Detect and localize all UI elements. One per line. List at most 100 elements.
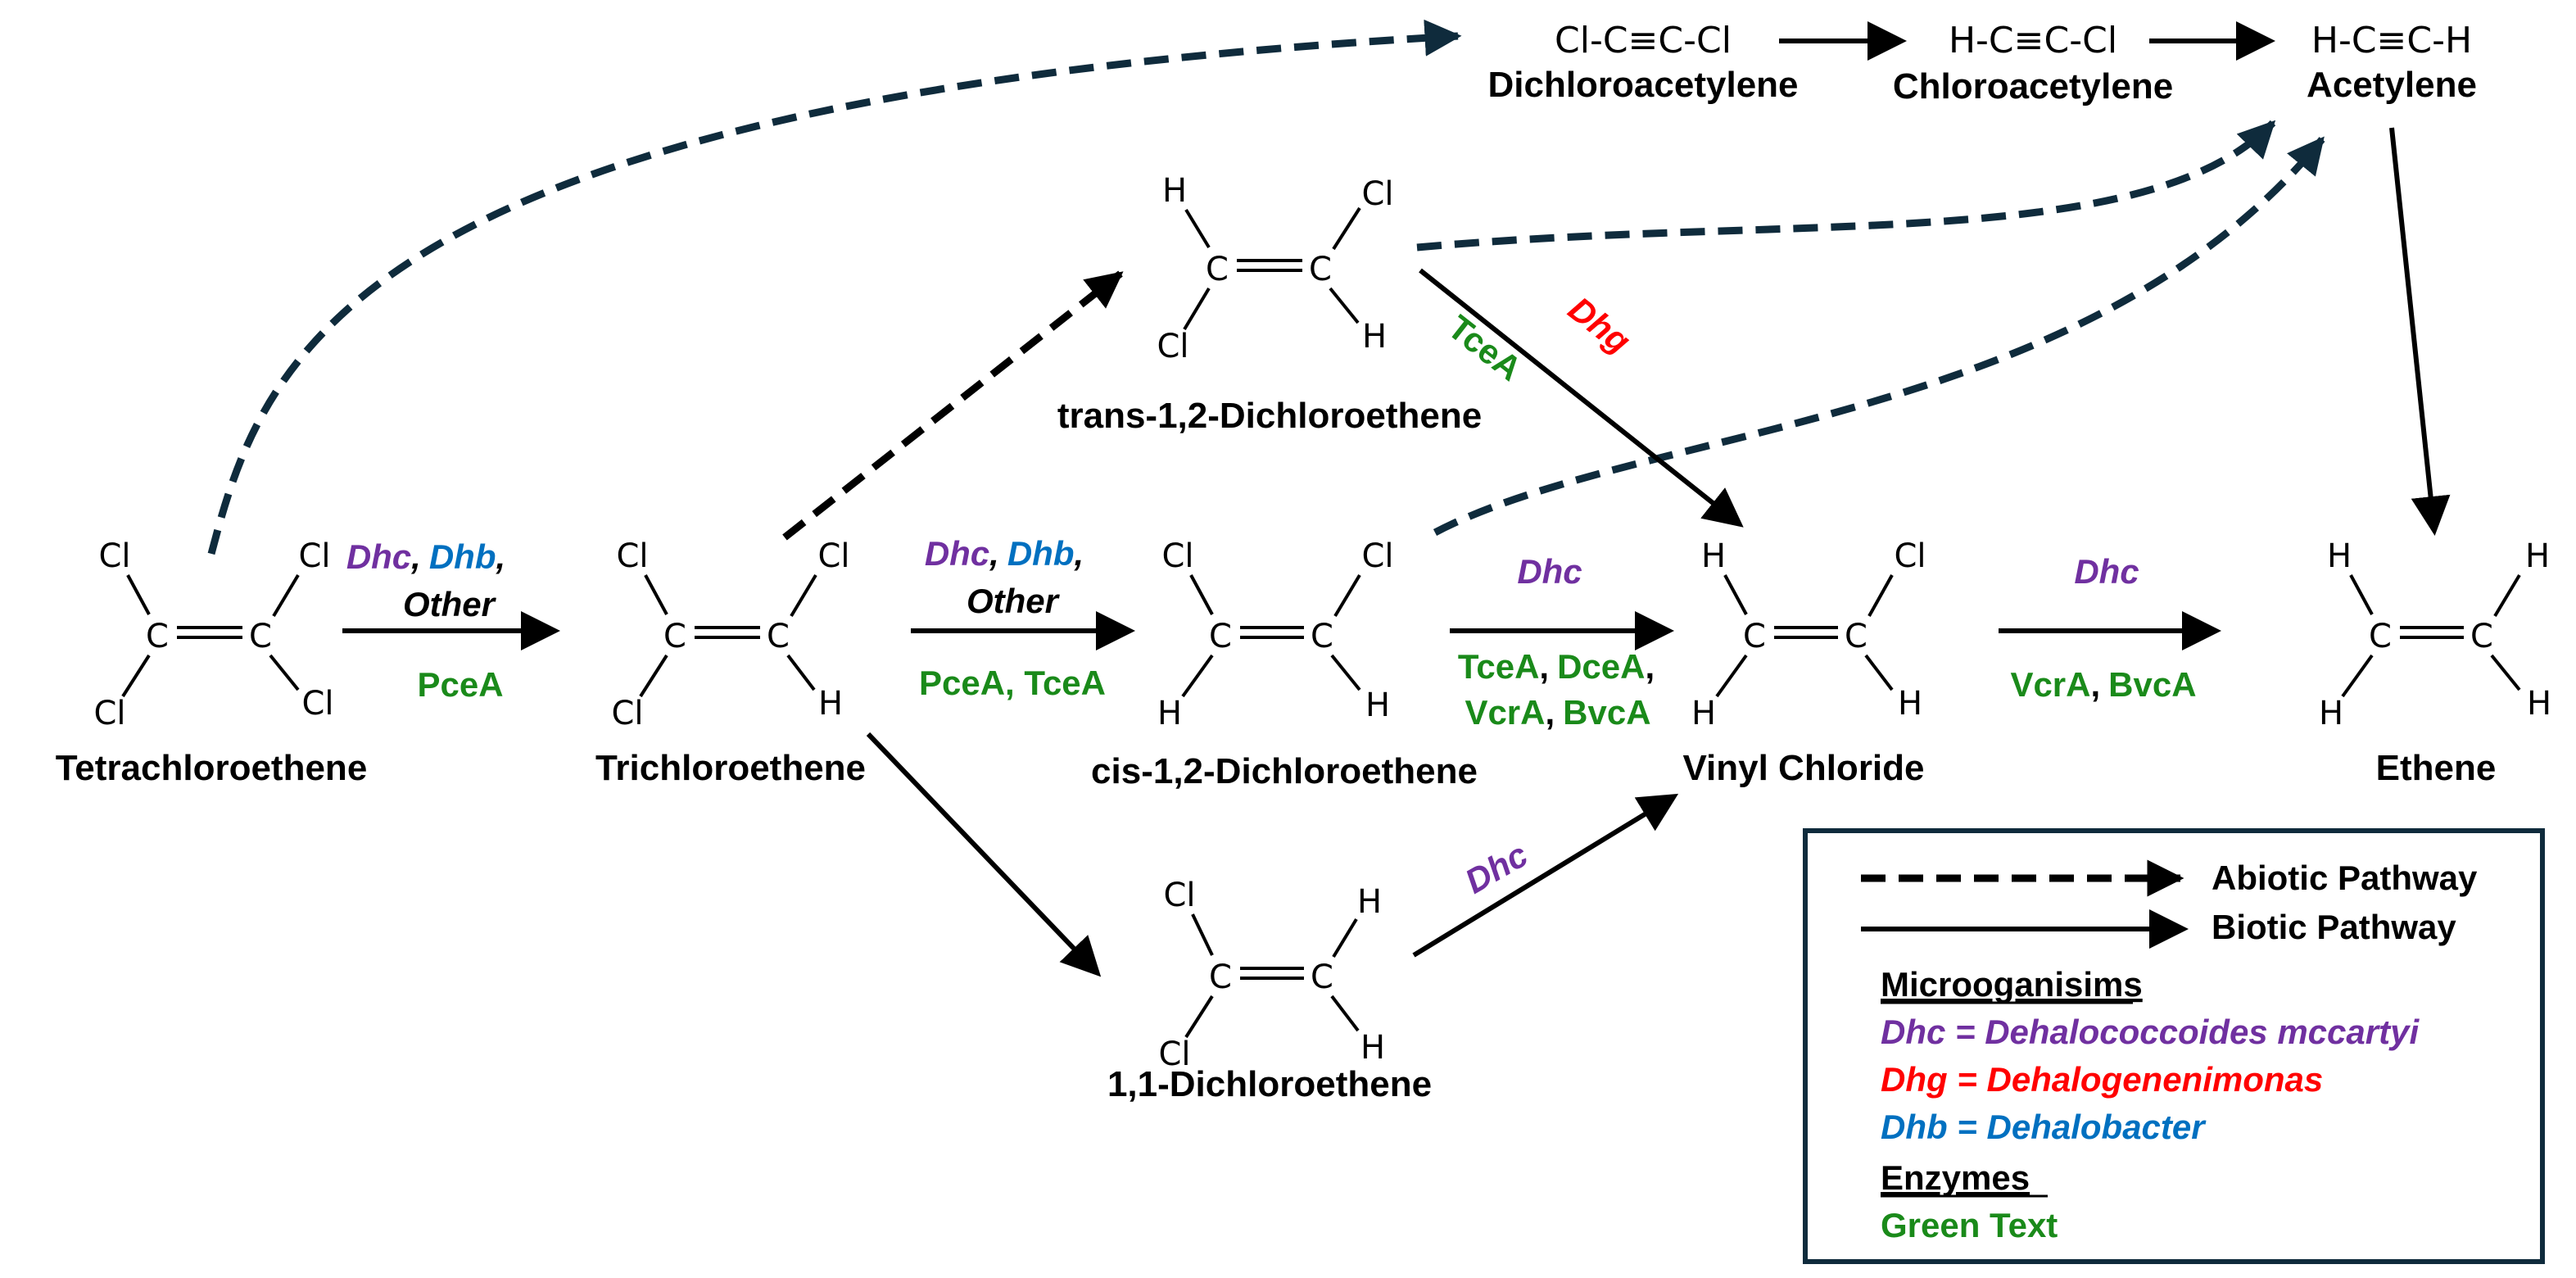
enzyme-dcea: DceA bbox=[1557, 647, 1645, 686]
comma: , bbox=[989, 534, 999, 573]
atom-cl: Cl bbox=[616, 537, 648, 575]
atom-cl: Cl bbox=[1163, 877, 1195, 914]
formula-acetylene: H-C≡C-H bbox=[2311, 20, 2472, 61]
compound-name-acetylene: Acetylene bbox=[2307, 65, 2477, 105]
atom-cl: Cl bbox=[1161, 537, 1193, 575]
comma: , bbox=[1645, 647, 1655, 686]
atom-cl: Cl bbox=[1894, 537, 1926, 575]
compound-chloroacetylene: H-C≡C-Cl Chloroacetylene bbox=[1893, 20, 2173, 106]
atom-h: H bbox=[2319, 695, 2343, 732]
comma: , bbox=[1546, 693, 1555, 732]
atom-c: C bbox=[663, 618, 686, 655]
compound-name-tetrachloroethene: Tetrachloroethene bbox=[56, 748, 368, 788]
atom-cl: Cl bbox=[93, 695, 125, 732]
atom-h: H bbox=[2525, 537, 2550, 575]
compound-dichloroacetylene: Cl-C≡C-Cl Dichloroacetylene bbox=[1487, 20, 1798, 105]
compound-name-trans-dce: trans-1,2-Dichloroethene bbox=[1057, 396, 1482, 436]
atom-cl: Cl bbox=[1157, 328, 1188, 365]
compound-name-trichloroethene: Trichloroethene bbox=[595, 748, 866, 788]
atom-h: H bbox=[1691, 695, 1716, 732]
atom-c: C bbox=[146, 618, 169, 655]
atom-cl: Cl bbox=[98, 537, 130, 575]
atom-h: H bbox=[818, 685, 843, 723]
molecule-ethene: H H C C H H Ethene bbox=[2319, 537, 2551, 788]
atom-h: H bbox=[1157, 695, 1182, 732]
atom-c: C bbox=[1311, 958, 1333, 996]
legend-dhg: Dhg = Dehalogenenimonas bbox=[1881, 1060, 2323, 1099]
atom-h: H bbox=[1362, 318, 1387, 356]
atom-cl: Cl bbox=[298, 537, 330, 575]
compound-name-chloroacetylene: Chloroacetylene bbox=[1893, 66, 2173, 106]
enzyme-tcea: TceA bbox=[1458, 647, 1540, 686]
atom-cl: Cl bbox=[1158, 1036, 1190, 1073]
atom-h: H bbox=[1898, 685, 1922, 723]
legend-box bbox=[1803, 828, 2545, 1264]
atom-cl: Cl bbox=[1361, 537, 1393, 575]
legend-enzymes-desc: Green Text bbox=[1881, 1206, 2058, 1244]
org-other: Other bbox=[967, 582, 1061, 620]
biotic-arrow-acetylene-to-ethene bbox=[2389, 127, 2451, 536]
atom-h: H bbox=[1162, 172, 1187, 210]
atom-h: H bbox=[1365, 687, 1390, 724]
formula-dichloroacetylene: Cl-C≡C-Cl bbox=[1555, 20, 1732, 61]
atom-c: C bbox=[1309, 251, 1332, 288]
atom-cl: Cl bbox=[817, 537, 849, 575]
enzyme-vcra: VcrA bbox=[2010, 665, 2090, 704]
legend: Abiotic Pathway Biotic Pathway Microogan… bbox=[1803, 828, 2545, 1264]
atom-c: C bbox=[2369, 618, 2392, 655]
atom-c: C bbox=[1845, 618, 1867, 655]
atom-c: C bbox=[1311, 618, 1333, 655]
atom-c: C bbox=[1209, 958, 1232, 996]
atom-h: H bbox=[2327, 537, 2352, 575]
legend-dhc: Dhc = Dehalococcoides mccartyi bbox=[1881, 1013, 2420, 1051]
molecule-trichloroethene: Cl Cl C C Cl H Trichloroethene bbox=[595, 537, 866, 788]
atom-cl: Cl bbox=[1361, 175, 1393, 213]
legend-biotic-label: Biotic Pathway bbox=[2212, 908, 2456, 946]
comma: , bbox=[2091, 665, 2101, 704]
molecule-cis-12-dichloroethene: Cl Cl C C H H cis-1,2-Dichloroethene bbox=[1091, 537, 1478, 791]
enzyme-bvca: BvcA bbox=[2108, 665, 2196, 704]
biotic-arrow-tce-to-11-dce bbox=[866, 732, 1102, 977]
atom-c: C bbox=[2470, 618, 2493, 655]
legend-abiotic-label: Abiotic Pathway bbox=[2212, 859, 2478, 897]
biotic-arrow-trans-dce-to-vc bbox=[1419, 268, 1744, 528]
label-vc-to-ethene: Dhc VcrA,BvcA bbox=[2010, 552, 2196, 704]
label-cis-dce-to-vc: Dhc TceA,DceA, VcrA,BvcA bbox=[1458, 552, 1655, 732]
molecule-trans-12-dichloroethene: H Cl C C Cl H trans-1,2-Dichloroethene bbox=[1057, 172, 1482, 436]
org-other: Other bbox=[403, 585, 497, 623]
atom-h: H bbox=[1701, 537, 1726, 575]
atom-c: C bbox=[1209, 618, 1232, 655]
comma: , bbox=[1539, 647, 1549, 686]
compound-acetylene: H-C≡C-H Acetylene bbox=[2307, 20, 2477, 105]
atom-c: C bbox=[1743, 618, 1766, 655]
org-dhc: Dhc bbox=[1517, 552, 1582, 591]
enzymes-row-1: TceA,DceA, bbox=[1458, 647, 1655, 686]
enzyme-pcea: PceA bbox=[417, 665, 503, 704]
atom-h: H bbox=[1357, 883, 1382, 921]
legend-dhb: Dhb = Dehalobacter bbox=[1881, 1108, 2207, 1146]
comma: , bbox=[496, 537, 506, 576]
abiotic-arrow-tce-to-trans-dce bbox=[782, 270, 1124, 541]
atom-cl: Cl bbox=[301, 685, 333, 723]
enzymes-vc-to-ethene: VcrA,BvcA bbox=[2010, 665, 2196, 704]
atom-c: C bbox=[1206, 251, 1229, 288]
legend-enzymes-heading: Enzymes bbox=[1881, 1158, 2030, 1197]
abiotic-arrow-trans-dce-to-acetylene bbox=[1416, 120, 2276, 252]
label-pce-to-tce: Dhc,Dhb, Other PceA bbox=[346, 537, 505, 704]
compound-name-dichloroacetylene: Dichloroacetylene bbox=[1487, 65, 1798, 105]
atom-c: C bbox=[767, 618, 790, 655]
compound-name-11-dce: 1,1-Dichloroethene bbox=[1107, 1064, 1432, 1104]
org-dhb: Dhb bbox=[1007, 534, 1075, 573]
compound-name-cis-dce: cis-1,2-Dichloroethene bbox=[1091, 751, 1478, 791]
abiotic-arrow-cis-dce-to-acetylene bbox=[1433, 136, 2325, 536]
organisms-pce-to-tce: Dhc,Dhb, bbox=[346, 537, 505, 576]
molecule-11-dichloroethene: Cl H C C Cl H 1,1-Dichloroethene bbox=[1107, 877, 1432, 1104]
comma: , bbox=[1074, 534, 1084, 573]
enzyme-bvca: BvcA bbox=[1563, 693, 1650, 732]
molecule-vinyl-chloride: H Cl C C H H Vinyl Chloride bbox=[1682, 537, 1926, 788]
org-dhb: Dhb bbox=[429, 537, 496, 576]
atom-h: H bbox=[2527, 685, 2551, 723]
atom-h: H bbox=[1360, 1029, 1385, 1067]
enzyme-vcra: VcrA bbox=[1465, 693, 1545, 732]
